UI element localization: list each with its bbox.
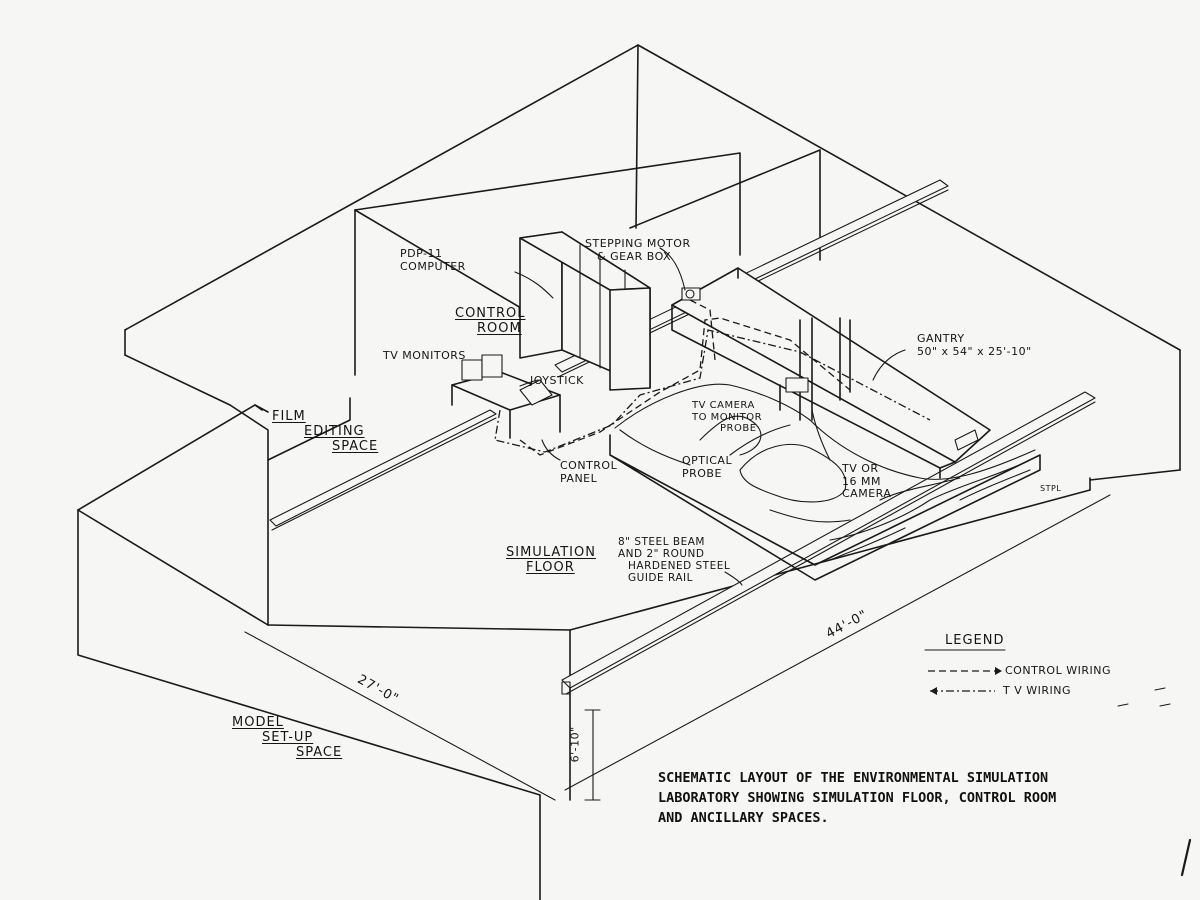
film-editing-label-line1: FILM: [272, 409, 306, 424]
gantry: [671, 267, 991, 479]
steel-beam-label-line3: HARDENED STEEL: [628, 560, 731, 573]
control-wiring-lines: [494, 299, 931, 456]
building-outline: [77, 44, 1181, 900]
model-setup-label-line3: SPACE: [296, 744, 343, 760]
gantry-label-line1: GANTRY: [917, 332, 965, 345]
drawing-caption: SCHEMATIC LAYOUT OF THE ENVIRONMENTAL SI…: [658, 768, 1056, 828]
legend-title: LEGEND: [945, 633, 1005, 648]
control-panel-label-line2: PANEL: [560, 471, 598, 485]
model-setup-label-line2: SET-UP: [262, 729, 314, 745]
tv-monitors-label: TV MONITORS: [383, 349, 466, 362]
caption-line1: SCHEMATIC LAYOUT OF THE ENVIRONMENTAL SI…: [658, 770, 1049, 786]
pdp11-label: PDP-11 COMPUTER: [400, 247, 466, 273]
simulation-floor-label-line2: FLOOR: [526, 559, 575, 575]
terrain-model: [609, 383, 1041, 581]
tv-or-camera-label-line1: TV OR: [842, 462, 879, 475]
dimension-lines: [244, 494, 1111, 801]
control-desk: [451, 354, 561, 439]
leader-lines: [514, 247, 906, 586]
dimension-6ft-label: 6'-10": [568, 726, 582, 763]
pdp11-label-line1: PDP-11: [400, 247, 443, 260]
control-room-label: CONTROL ROOM: [455, 306, 526, 337]
caption-line2: LABORATORY SHOWING SIMULATION FLOOR, CON…: [658, 790, 1057, 806]
simulation-floor-label: SIMULATION FLOOR: [506, 545, 596, 576]
pdp11-label-line2: COMPUTER: [400, 259, 466, 273]
tv-or-camera-label: TV OR 16 MM CAMERA: [842, 462, 892, 501]
tv-or-camera-label-line2: 16 MM: [842, 474, 881, 488]
margin-marks: [1117, 687, 1192, 877]
control-room-label-line2: ROOM: [477, 320, 522, 336]
caption-line3: AND ANCILLARY SPACES.: [658, 810, 829, 826]
stepping-motor-label-line1: STEPPING MOTOR: [585, 237, 691, 250]
legend-item-control-wiring: CONTROL WIRING: [1005, 664, 1111, 677]
gantry-label: GANTRY 50" x 54" x 25'-10": [917, 332, 1032, 358]
film-editing-label-line2: EDITING: [304, 423, 365, 439]
control-room-label-line1: CONTROL: [455, 306, 526, 321]
film-editing-label-line3: SPACE: [332, 438, 379, 454]
tv-or-camera-label-line3: CAMERA: [842, 487, 892, 501]
control-panel-label-line1: CONTROL: [560, 459, 618, 472]
steel-beam-label-line4: GUIDE RAIL: [628, 572, 693, 585]
tv-camera-label-line3: PROBE: [720, 423, 757, 434]
film-editing-label: FILM EDITING SPACE: [272, 409, 379, 455]
joystick-label: JOYSTICK: [530, 374, 584, 387]
draftsman-stamp: STPL: [1040, 484, 1062, 493]
optical-probe-label: OPTICAL PROBE: [682, 454, 733, 480]
stepping-motor-label-line2: & GEAR BOX: [597, 249, 672, 263]
legend-item-tv-wiring: T V WIRING: [1003, 684, 1071, 697]
stepping-motor-label: STEPPING MOTOR & GEAR BOX: [585, 237, 691, 263]
simulation-floor-label-line1: SIMULATION: [506, 545, 596, 560]
optical-probe-label-line1: OPTICAL: [682, 454, 733, 467]
legend-symbols: [924, 649, 1006, 695]
model-setup-label: MODEL SET-UP SPACE: [232, 715, 343, 761]
tv-camera-label-line1: TV CAMERA: [692, 400, 755, 411]
steel-beam-label-line2: AND 2" ROUND: [618, 548, 705, 561]
tv-camera-label: TV CAMERA TO MONITOR PROBE: [692, 400, 762, 435]
optical-probe-label-line2: PROBE: [682, 466, 722, 480]
steel-beam-label-line1: 8" STEEL BEAM: [618, 536, 705, 548]
pdp11-cabinets: [519, 231, 651, 391]
steel-beam-label: 8" STEEL BEAM AND 2" ROUND HARDENED STEE…: [618, 536, 730, 584]
model-setup-label-line1: MODEL: [232, 715, 284, 730]
tv-camera-label-line2: TO MONITOR: [692, 411, 763, 423]
gantry-label-line2: 50" x 54" x 25'-10": [917, 344, 1032, 358]
control-panel-label: CONTROL PANEL: [560, 459, 618, 485]
